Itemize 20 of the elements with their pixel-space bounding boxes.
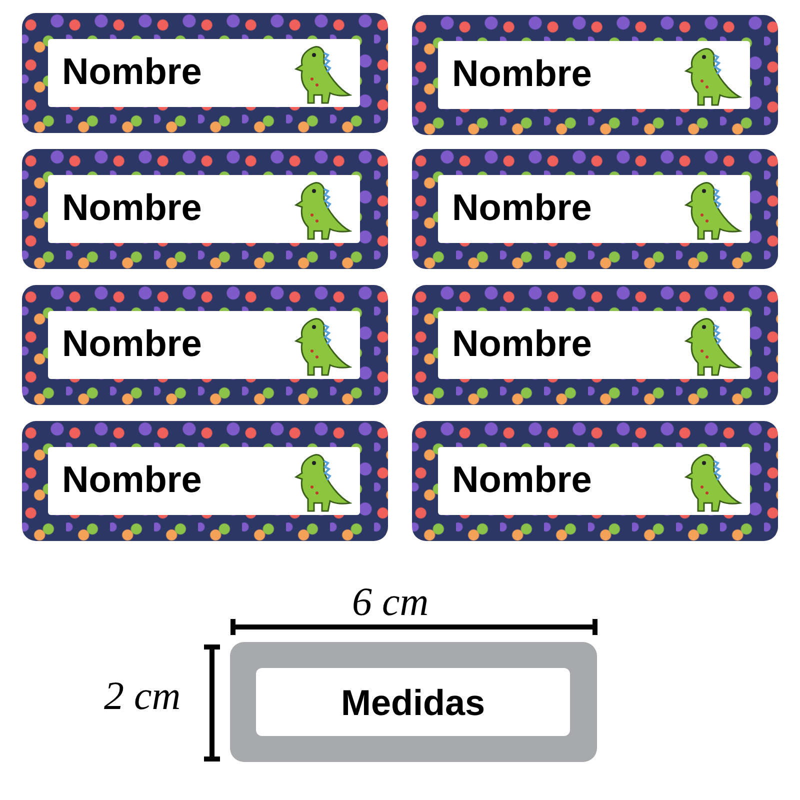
name-text: Nombre [62,323,202,365]
dinosaur-pattern-sticker [22,149,388,269]
dimension-text: 6 cm [352,578,429,625]
name-text: Nombre [452,323,592,365]
name-text: Nombre [452,459,592,501]
size-sample-sticker [230,642,597,762]
name-text: Medidas [340,682,486,724]
name-text: Nombre [452,187,592,229]
dinosaur-pattern-sticker [412,149,778,269]
name-text: Nombre [62,187,202,229]
dinosaur-pattern-sticker [412,285,778,405]
dinosaur-pattern-sticker [22,285,388,405]
dinosaur-pattern-sticker [22,421,388,541]
name-text: Nombre [452,53,592,95]
name-text: Nombre [62,51,202,93]
dinosaur-pattern-sticker [412,421,778,541]
dinosaur-pattern-sticker [412,15,778,135]
dimension-text: 2 cm [104,672,181,719]
dinosaur-pattern-sticker [22,13,388,133]
name-text: Nombre [62,459,202,501]
